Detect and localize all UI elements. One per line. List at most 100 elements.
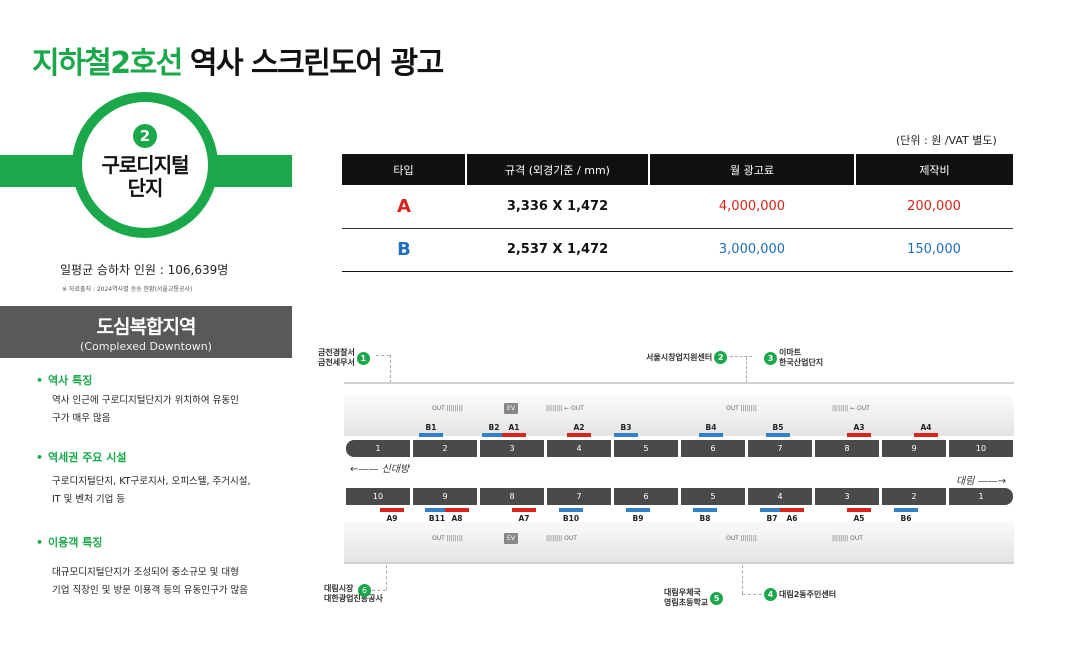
monthly-cell: 3,000,000 xyxy=(649,228,855,272)
ad-panel-a8 xyxy=(445,508,469,512)
landmark-number: 3 xyxy=(764,351,777,365)
landmark-text: 서울시창업지원센터 xyxy=(646,353,713,362)
table-row: A 3,336 X 1,472 4,000,000 200,000 xyxy=(342,185,1013,229)
ad-panel-label: B11 xyxy=(428,514,446,523)
connector-line xyxy=(386,560,387,590)
data-source-note: ※ 자료출처 : 2024역사별 승송 현황(서울교통공사) xyxy=(62,286,193,293)
ad-panel-label: A6 xyxy=(786,514,798,523)
landmark-number: 1 xyxy=(356,351,370,365)
connector-line xyxy=(746,357,747,383)
feature-heading-text: 이용객 특징 xyxy=(48,536,103,549)
feature-heading: •이용객 특징 xyxy=(36,534,286,550)
train-car: 3 xyxy=(480,440,544,457)
ad-panel-label: A1 xyxy=(508,423,520,432)
train-car: 4 xyxy=(748,488,812,505)
ad-panel-label: B9 xyxy=(632,514,644,523)
area-title: 도심복합지역 xyxy=(96,316,197,338)
train-car: 2 xyxy=(413,440,477,457)
train-car: 4 xyxy=(547,440,611,457)
exit-text: OUT xyxy=(726,535,739,542)
exit-text: OUT xyxy=(564,535,577,542)
elevator-marker: EV xyxy=(504,533,518,544)
exit-text: OUT xyxy=(571,405,584,412)
ad-panel-label: B4 xyxy=(705,423,717,432)
ad-panel-label: A9 xyxy=(386,514,398,523)
ad-panel-b2 xyxy=(482,433,506,437)
monthly-cell: 4,000,000 xyxy=(649,185,855,229)
train-car: 1 xyxy=(346,440,410,457)
train-car: 5 xyxy=(681,488,745,505)
exit-marker: |||||||| OUT xyxy=(546,535,577,542)
exit-marker: OUT |||||||| xyxy=(432,405,463,412)
feature-body-line: 기업 직장인 및 방문 이용객 등의 유동인구가 많음 xyxy=(52,585,248,596)
ad-panel-b10 xyxy=(559,508,583,512)
feature-body-line: 대규모디지털단지가 조성되어 중소규모 및 대형 xyxy=(52,567,239,578)
feature-heading-text: 역사 특징 xyxy=(48,374,93,387)
ad-panel-b5 xyxy=(766,433,790,437)
ad-panel-b6 xyxy=(894,508,918,512)
landmark-number: 6 xyxy=(358,584,371,597)
connector-line xyxy=(376,355,390,356)
train-car: 6 xyxy=(614,488,678,505)
feature-station: •역사 특징 역사 인근에 구로디지털단지가 위치하여 유동인 구가 매우 많음 xyxy=(36,372,286,428)
landmark-text: 대한광업진흥공사 xyxy=(324,594,383,603)
exit-marker: OUT |||||||| xyxy=(432,535,463,542)
landmark-number: 2 xyxy=(714,351,728,364)
daily-riders: 일평균 승하차 인원 : 106,639명 xyxy=(60,263,229,277)
train-car: 1 xyxy=(949,488,1013,505)
ad-panel-a5 xyxy=(847,508,871,512)
feature-heading-text: 역세권 주요 시설 xyxy=(48,451,127,464)
ad-panel-label: A5 xyxy=(853,514,865,523)
ad-panel-label: A4 xyxy=(920,423,932,432)
station-badge-inner: 2 구로디지털 단지 xyxy=(82,102,208,228)
landmark-text: 대림시장 xyxy=(324,584,354,593)
area-subtitle: (Complexed Downtown) xyxy=(80,340,212,353)
station-name: 구로디지털 단지 xyxy=(82,154,208,200)
direction-left: ←—— 신대방 xyxy=(350,464,410,475)
connector-line xyxy=(742,594,762,595)
landmark-text: 영림초등학교 xyxy=(664,598,709,607)
production-cell: 150,000 xyxy=(855,228,1013,272)
connector-line xyxy=(742,560,743,594)
line-number-badge: 2 xyxy=(133,124,157,148)
train-car: 9 xyxy=(882,440,946,457)
feature-facilities: •역세권 주요 시설 구로디지털단지, KT구로지사, 오피스텔, 주거시설, … xyxy=(36,449,286,509)
area-category-box: 도심복합지역 (Complexed Downtown) xyxy=(0,306,292,358)
ad-panel-label: B3 xyxy=(620,423,632,432)
landmark-text: 한국산업단지 xyxy=(779,358,824,367)
ad-panel-a7 xyxy=(512,508,536,512)
size-cell: 3,336 X 1,472 xyxy=(466,185,649,229)
exit-marker: OUT |||||||| xyxy=(726,535,757,542)
exit-marker: |||||||| OUT xyxy=(832,535,863,542)
feature-body-line: IT 및 벤처 기업 등 xyxy=(52,494,126,505)
table-row: B 2,537 X 1,472 3,000,000 150,000 xyxy=(342,228,1013,272)
connector-line xyxy=(372,590,386,591)
station-name-line1: 구로디지털 xyxy=(101,153,190,177)
landmark-text: 금천세무서 xyxy=(318,358,355,367)
ad-panel-label: B10 xyxy=(562,514,580,523)
direction-text: 신대방 xyxy=(381,464,410,475)
production-cell: 200,000 xyxy=(855,185,1013,229)
exit-marker: OUT |||||||| xyxy=(726,405,757,412)
col-type: 타입 xyxy=(342,154,466,185)
col-production: 제작비 xyxy=(854,154,1013,185)
title-line-name: 지하철2호선 xyxy=(32,46,183,81)
connector-line xyxy=(390,355,391,383)
train-car: 10 xyxy=(346,488,410,505)
ad-panel-label: B8 xyxy=(699,514,711,523)
type-cell: B xyxy=(342,228,466,272)
ad-panel-label: A3 xyxy=(853,423,865,432)
col-monthly: 월 광고료 xyxy=(648,154,855,185)
exit-text: OUT xyxy=(850,535,863,542)
platform-top xyxy=(344,396,1014,436)
train-car: 3 xyxy=(815,488,879,505)
landmark-text: 이마트 xyxy=(779,348,802,357)
